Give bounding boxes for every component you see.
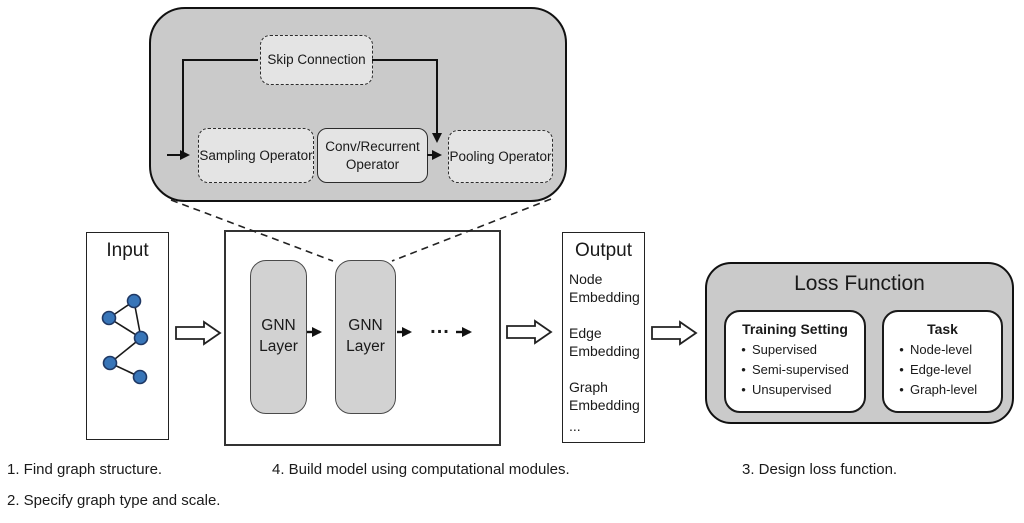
output-item: Node Embedding (569, 271, 640, 306)
gnn-layer-2-box: GNN Layer (335, 260, 396, 414)
output-item: Graph Embedding (569, 378, 640, 414)
input-to-model-block-arrow-icon (175, 320, 222, 346)
output-item-list: Node Embedding Edge Embedding Graph Embe… (563, 262, 644, 435)
skip-connection-label: Skip Connection (267, 52, 366, 68)
gnn-layer-1-label: GNN Layer (259, 317, 298, 355)
sampling-operator-label: Sampling Operator (199, 147, 313, 163)
task-item-label: Edge-level (910, 362, 972, 377)
training-setting-list: Supervised Semi-supervised Unsupervised (726, 340, 864, 400)
training-setting-title: Training Setting (742, 321, 848, 337)
caption-step-4: 4. Build model using computational modul… (272, 461, 570, 478)
skip-connection-box: Skip Connection (260, 35, 373, 85)
gnn-layer-2-label: GNN Layer (346, 317, 385, 355)
output-item-ellipsis: ... (569, 417, 581, 434)
task-item: Edge-level (893, 360, 1001, 380)
task-title: Task (927, 321, 958, 337)
caption-step-1: 1. Find graph structure. (7, 461, 163, 478)
caption-step-3: 3. Design loss function. (742, 461, 898, 478)
conv-recurrent-operator-box: Conv/Recurrent Operator (317, 128, 428, 183)
loss-function-panel: Loss Function Training Setting Supervise… (705, 262, 1014, 424)
training-setting-item: Semi-supervised (735, 360, 864, 380)
caption-step-2: 2. Specify graph type and scale. (7, 492, 221, 509)
more-layers-ellipsis: ... (430, 316, 450, 338)
training-setting-item: Unsupervised (735, 380, 864, 400)
training-setting-item: Supervised (735, 340, 864, 360)
task-item: Graph-level (893, 380, 1001, 400)
training-setting-item-label: Semi-supervised (752, 362, 849, 377)
pooling-operator-box: Pooling Operator (448, 130, 553, 183)
model-panel: GNN Layer GNN Layer ... (224, 230, 501, 446)
input-panel: Input (86, 232, 169, 440)
gnn-layer-1-box: GNN Layer (250, 260, 307, 414)
task-item-label: Graph-level (910, 382, 978, 397)
task-box: Task Node-level Edge-level Graph-level (882, 310, 1003, 413)
output-item: Edge Embedding (569, 324, 640, 360)
loss-function-title: Loss Function (794, 272, 925, 295)
pooling-operator-label: Pooling Operator (449, 148, 552, 164)
output-to-loss-block-arrow-icon (651, 320, 698, 346)
model-to-output-block-arrow-icon (506, 319, 553, 345)
task-list: Node-level Edge-level Graph-level (884, 340, 1001, 400)
output-title: Output (574, 240, 633, 261)
output-panel: Output Node Embedding Edge Embedding Gra… (562, 232, 645, 443)
training-setting-item-label: Unsupervised (752, 382, 832, 397)
input-title: Input (106, 240, 149, 261)
sampling-operator-box: Sampling Operator (198, 128, 314, 183)
task-item: Node-level (893, 340, 1001, 360)
training-setting-item-label: Supervised (752, 342, 818, 357)
conv-recurrent-operator-label: Conv/Recurrent Operator (325, 138, 420, 172)
task-item-label: Node-level (910, 342, 973, 357)
training-setting-box: Training Setting Supervised Semi-supervi… (724, 310, 866, 413)
